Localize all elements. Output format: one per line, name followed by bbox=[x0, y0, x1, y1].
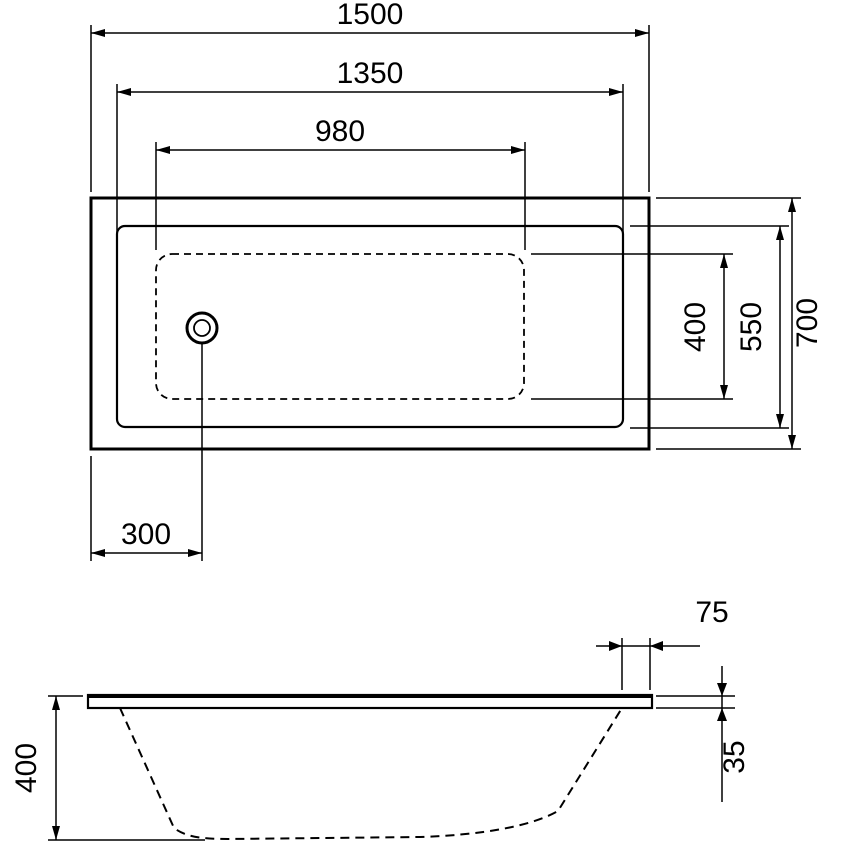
dim-label-300: 300 bbox=[121, 518, 171, 551]
arrowhead bbox=[717, 683, 727, 696]
dim-overall-length: 1500 bbox=[90, 0, 650, 192]
dim-label-700: 700 bbox=[791, 298, 824, 348]
dim-label-75: 75 bbox=[695, 596, 728, 629]
dim-overall-width: 700 bbox=[656, 197, 824, 450]
top-view: 1500 1350 980 700 bbox=[89, 0, 824, 561]
dim-rim-inner-length: 1350 bbox=[116, 57, 624, 240]
dim-label-1500: 1500 bbox=[337, 0, 404, 31]
arrowhead bbox=[609, 641, 622, 651]
dim-depth: 400 bbox=[10, 695, 205, 841]
dim-drain-offset: 300 bbox=[90, 344, 203, 561]
dim-rim-thickness: 35 bbox=[656, 666, 751, 802]
tub-basin-bottom-hidden-edge bbox=[155, 253, 525, 400]
dim-rim-inner-width: 550 bbox=[630, 225, 789, 429]
dim-label-550: 550 bbox=[735, 302, 768, 352]
dim-rim-edge-width: 75 bbox=[596, 596, 729, 690]
dim-label-980: 980 bbox=[315, 115, 365, 148]
dim-label-1350: 1350 bbox=[337, 57, 404, 90]
side-view: 400 75 35 bbox=[10, 596, 751, 841]
drain-outer-ring bbox=[185, 311, 219, 345]
dim-label-400-side: 400 bbox=[10, 743, 43, 793]
dim-basin-width: 400 bbox=[531, 253, 733, 400]
tub-outer-edge bbox=[89, 196, 651, 451]
drain-inner-ring bbox=[193, 319, 211, 337]
arrowhead bbox=[650, 641, 663, 651]
tub-rim-inner-edge bbox=[115, 224, 625, 429]
tub-profile-hidden-edge bbox=[119, 707, 623, 841]
arrowhead bbox=[717, 708, 727, 721]
dim-basin-length: 980 bbox=[155, 115, 526, 250]
dim-label-35: 35 bbox=[718, 740, 751, 773]
dim-label-400-top: 400 bbox=[679, 302, 712, 352]
